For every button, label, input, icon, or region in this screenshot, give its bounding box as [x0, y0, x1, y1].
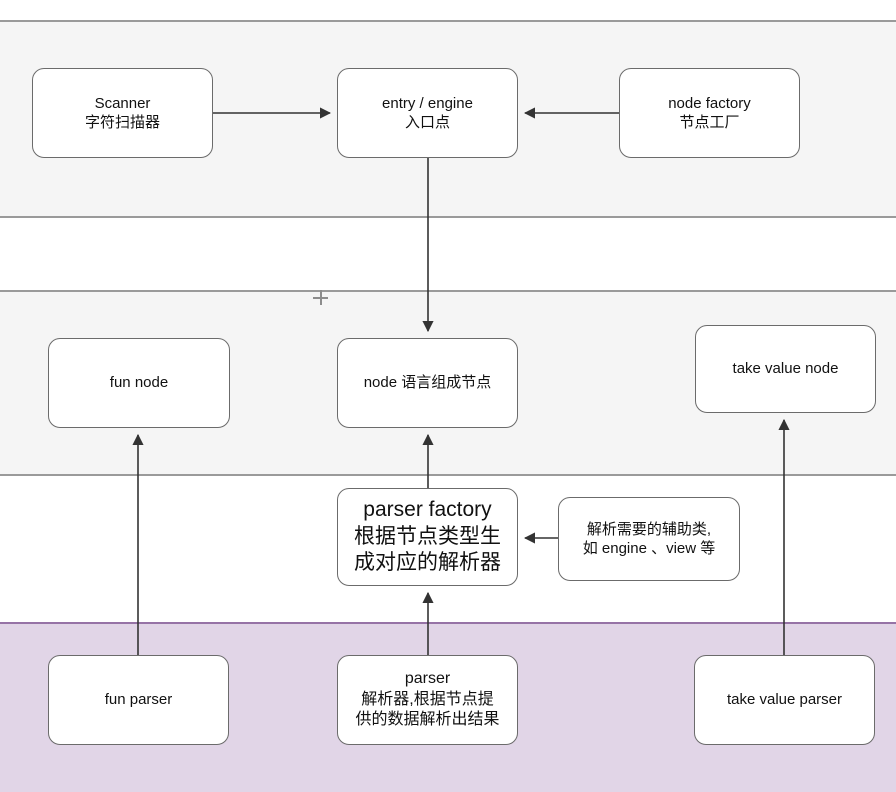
crosshair-cursor — [313, 290, 328, 305]
entry-engine-node-label: entry / engine — [382, 94, 473, 112]
parser-node[interactable]: parser 解析器,根据节点提供的数据解析出结果 — [337, 655, 518, 745]
helper-classes-note[interactable]: 解析需要的辅助类, 如 engine 、view 等 — [558, 497, 740, 581]
fun-node-label: fun node — [109, 374, 169, 392]
parser-factory-node[interactable]: parser factory 根据节点类型生成对应的解析器 — [337, 488, 518, 586]
take-value-parser-node[interactable]: take value parser — [694, 655, 875, 745]
parser-factory-node-label: parser factory — [363, 497, 492, 521]
take-value-node-label: take value node — [732, 360, 839, 378]
scanner-node[interactable]: Scanner 字符扫描器 — [32, 68, 213, 158]
parser-node-label: parser — [404, 670, 451, 688]
take-value-node[interactable]: take value node — [695, 325, 876, 413]
parser-node-label: 供的数据解析出结果 — [355, 711, 500, 729]
node-language-node-label: node 语言组成节点 — [363, 374, 492, 392]
fun-parser-node-label: fun parser — [104, 691, 173, 709]
helper-classes-note-label: 如 engine 、view 等 — [582, 540, 716, 557]
scanner-node-label: Scanner — [94, 94, 151, 112]
node-factory-node-label: 节点工厂 — [679, 114, 740, 131]
node-factory-node-label: node factory — [668, 94, 751, 112]
parser-node-label: 解析器,根据节点提 — [361, 690, 494, 708]
parser-factory-node-label: 成对应的解析器 — [354, 551, 501, 575]
entry-engine-node-label: 入口点 — [404, 114, 450, 131]
parser-factory-node-label: 根据节点类型生 — [354, 524, 501, 548]
fun-parser-node[interactable]: fun parser — [48, 655, 229, 745]
scanner-node-label: 字符扫描器 — [84, 114, 160, 131]
node-factory-node[interactable]: node factory 节点工厂 — [619, 68, 800, 158]
helper-classes-note-label: 解析需要的辅助类, — [586, 520, 712, 538]
node-language-node[interactable]: node 语言组成节点 — [337, 338, 518, 428]
fun-node[interactable]: fun node — [48, 338, 230, 428]
take-value-parser-node-label: take value parser — [726, 691, 843, 709]
entry-engine-node[interactable]: entry / engine 入口点 — [337, 68, 518, 158]
